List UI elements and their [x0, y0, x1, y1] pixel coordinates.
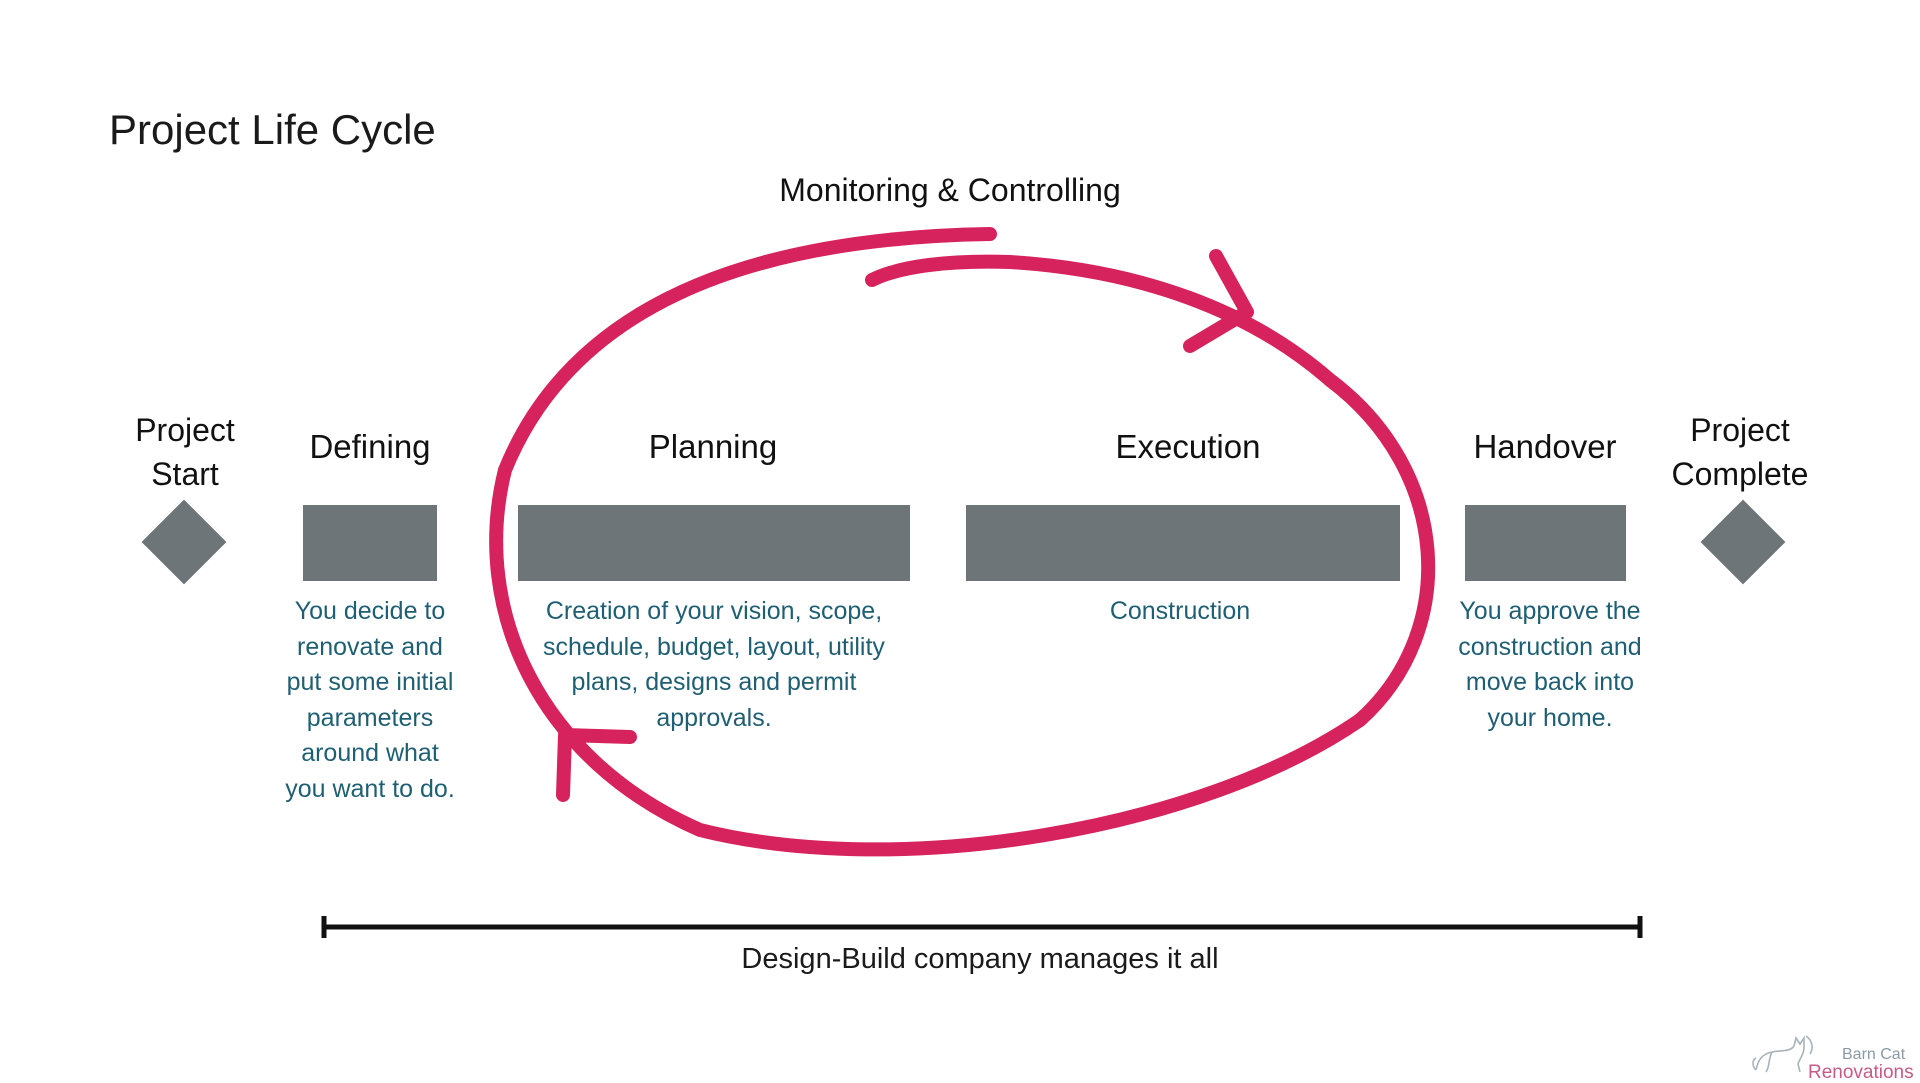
cycle-ellipse-stroke [489, 227, 1436, 857]
phase-defining-label: Defining [309, 428, 431, 465]
phase-execution-label: Execution [1115, 428, 1261, 465]
monitoring-cycle-loop [489, 227, 1436, 857]
project-start-label: Project Start [110, 408, 260, 496]
phase-handover-bar [1465, 505, 1626, 581]
phase-planning-bar [518, 505, 910, 581]
footer-bracket [321, 916, 1643, 938]
barn-cat-logo-icon [1748, 1030, 1818, 1074]
cycle-arrow-bottom [556, 728, 637, 802]
cycle-arrow-top [1183, 249, 1254, 353]
project-complete-line2: Complete [1671, 456, 1809, 492]
footer-label: Design-Build company manages it all [741, 943, 1219, 975]
project-complete-label: Project Complete [1650, 408, 1830, 496]
project-complete-line1: Project [1690, 412, 1790, 448]
phase-planning-label: Planning [648, 428, 778, 465]
page-title: Project Life Cycle [109, 106, 436, 153]
phase-execution-bar [966, 505, 1400, 581]
project-start-line1: Project [135, 412, 235, 448]
phase-handover-description: You approve the construction and move ba… [1458, 597, 1642, 732]
project-start-line2: Start [151, 456, 219, 492]
logo-line1: Barn Cat [1842, 1046, 1906, 1063]
phase-planning-description: Creation of your vision, scope, schedule… [543, 597, 885, 732]
phase-defining-description: You decide to renovate and put some init… [285, 597, 455, 803]
phase-defining-bar [303, 505, 437, 581]
phase-execution-description: Construction [1109, 597, 1251, 625]
monitoring-controlling-label: Monitoring & Controlling [779, 172, 1121, 208]
logo-text: Barn Cat Renovations [1808, 1046, 1918, 1082]
logo-line2: Renovations [1808, 1062, 1914, 1083]
phase-handover-label: Handover [1473, 428, 1617, 465]
